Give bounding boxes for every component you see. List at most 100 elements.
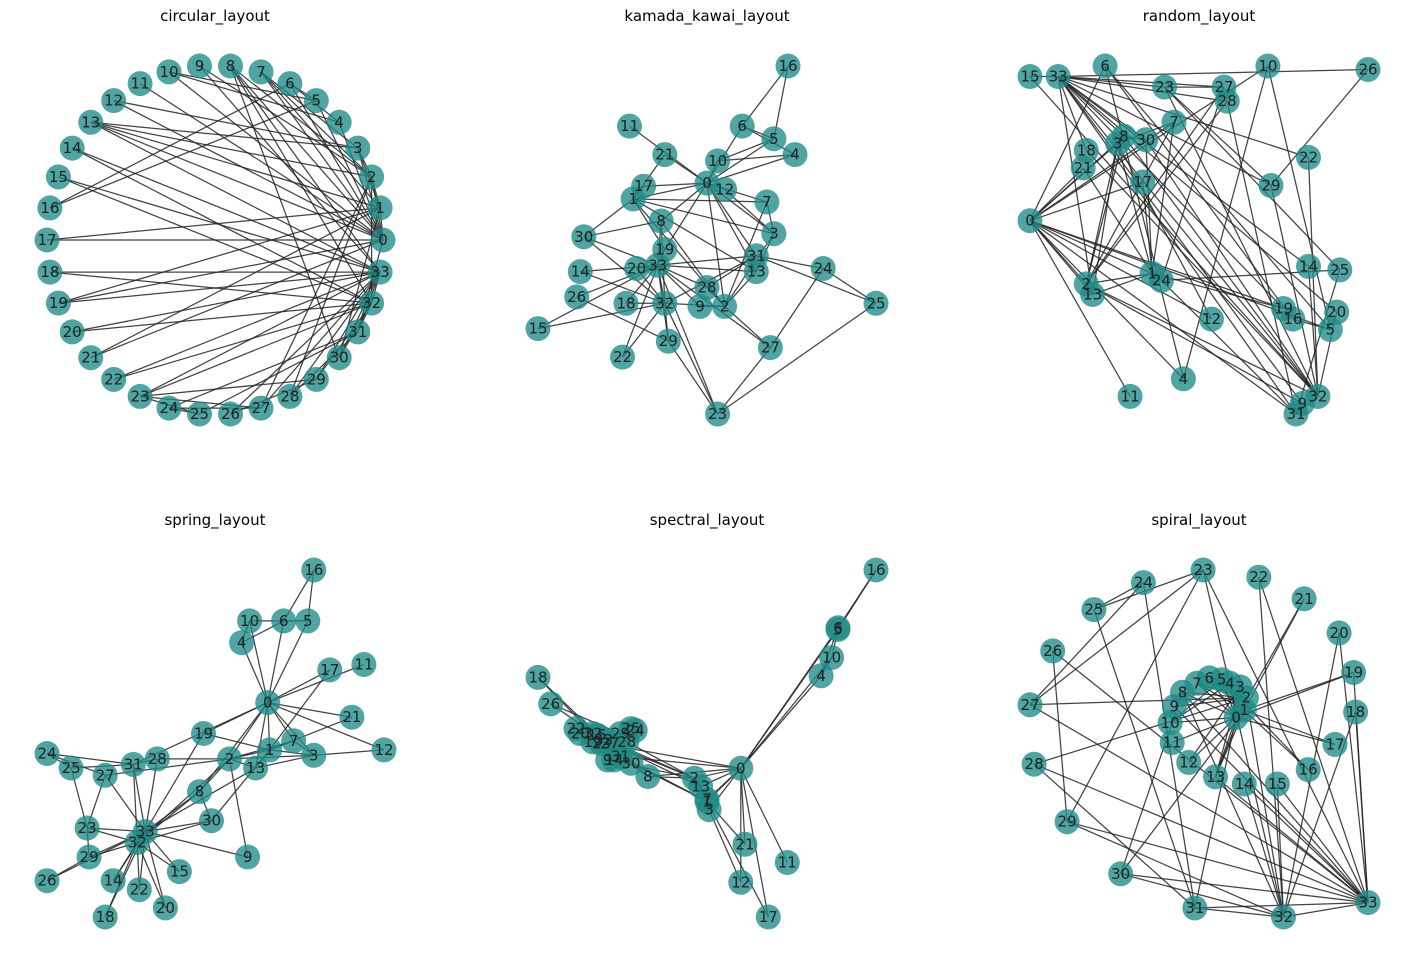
edge-2-8 <box>230 65 372 178</box>
node-13 <box>688 774 714 799</box>
node-label-1: 1 <box>375 199 385 217</box>
node-label-6: 6 <box>279 612 289 630</box>
edge-4-10 <box>717 153 796 162</box>
node-1 <box>367 195 393 221</box>
panel-random: random_layout 01234567891011121314151617… <box>1017 7 1381 427</box>
edge-24-31 <box>1160 279 1297 415</box>
node-11 <box>1117 383 1143 409</box>
edge-0-31 <box>1029 220 1297 415</box>
node-label-18: 18 <box>1077 141 1096 159</box>
node-15 <box>1017 64 1043 89</box>
edge-20-32 <box>72 302 372 333</box>
node-label-17: 17 <box>37 231 56 249</box>
node-label-15: 15 <box>1268 775 1287 793</box>
node-25 <box>58 755 84 781</box>
node-label-6: 6 <box>285 75 295 93</box>
node-label-20: 20 <box>571 725 590 743</box>
node-23 <box>705 401 731 427</box>
node-label-30: 30 <box>621 754 640 772</box>
node-label-18: 18 <box>616 294 635 312</box>
edge-0-13 <box>90 121 384 241</box>
node-label-5: 5 <box>303 612 313 630</box>
node-label-27: 27 <box>251 399 270 417</box>
node-label-5: 5 <box>1326 321 1336 339</box>
node-12 <box>728 869 754 895</box>
edge-1-3 <box>1116 143 1153 274</box>
edge-2-7 <box>260 71 373 178</box>
edge-15-33 <box>58 176 381 273</box>
edge-1-17 <box>46 207 381 241</box>
edge-14-32 <box>1307 266 1319 397</box>
node-6 <box>277 71 303 97</box>
node-label-20: 20 <box>156 899 175 917</box>
node-21 <box>732 831 758 857</box>
node-label-21: 21 <box>655 146 674 164</box>
node-label-26: 26 <box>567 288 586 306</box>
node-label-27: 27 <box>1214 78 1233 96</box>
node-label-22: 22 <box>566 720 585 738</box>
node-label-0: 0 <box>1025 212 1035 230</box>
node-label-22: 22 <box>613 348 632 366</box>
node-25 <box>1081 597 1107 623</box>
node-5 <box>761 126 787 152</box>
node-25 <box>1327 257 1353 283</box>
edge-8-33 <box>229 65 381 273</box>
edge-4-6 <box>1104 65 1185 379</box>
node-25 <box>187 401 212 427</box>
node-label-33: 33 <box>594 731 613 749</box>
node-20 <box>59 319 85 345</box>
node-6 <box>271 608 297 634</box>
node-label-3: 3 <box>309 746 319 764</box>
node-label-25: 25 <box>866 294 885 312</box>
node-label-14: 14 <box>63 139 82 157</box>
node-21 <box>652 142 678 168</box>
edge-1-13 <box>632 198 757 273</box>
node-8 <box>218 53 243 79</box>
node-17 <box>755 904 781 930</box>
node-label-13: 13 <box>81 113 100 131</box>
edge-32-33 <box>1057 76 1319 397</box>
edge-26-29 <box>1052 650 1068 822</box>
node-label-17: 17 <box>634 177 653 195</box>
node-label-32: 32 <box>1308 387 1327 405</box>
node-14 <box>567 259 593 285</box>
edge-0-6 <box>267 620 285 703</box>
node-label-12: 12 <box>731 873 750 891</box>
node-12 <box>101 88 127 114</box>
node-label-4: 4 <box>334 113 344 131</box>
edge-6-16 <box>1104 65 1294 320</box>
node-6 <box>729 113 755 139</box>
edge-27-33 <box>1058 75 1225 88</box>
node-label-10: 10 <box>240 612 259 630</box>
edge-2-32 <box>1245 697 1285 918</box>
node-label-13: 13 <box>747 263 766 281</box>
edge-2-7 <box>1085 121 1175 285</box>
edge-24-27 <box>1160 86 1225 281</box>
edge-9-33 <box>1057 76 1303 404</box>
edge-1-21 <box>1082 167 1153 274</box>
node-label-3: 3 <box>704 801 714 819</box>
node-11 <box>1159 730 1185 756</box>
node-18 <box>525 664 551 690</box>
node-10 <box>819 645 845 671</box>
node-1 <box>257 737 283 763</box>
node-22 <box>1246 564 1272 590</box>
node-label-18: 18 <box>528 668 547 686</box>
node-15 <box>1264 771 1290 797</box>
node-20 <box>624 256 650 281</box>
node-label-4: 4 <box>1179 370 1189 388</box>
node-label-10: 10 <box>159 63 178 81</box>
node-19 <box>1271 296 1296 321</box>
node-28 <box>1214 88 1240 114</box>
node-label-10: 10 <box>708 152 727 170</box>
node-14 <box>1296 253 1321 279</box>
node-18 <box>92 904 118 930</box>
node-label-8: 8 <box>195 783 205 801</box>
edge-29-32 <box>315 302 373 380</box>
node-label-0: 0 <box>378 231 388 249</box>
node-31 <box>120 751 146 777</box>
node-32 <box>1305 383 1331 409</box>
edge-29-33 <box>1066 821 1369 904</box>
node-8 <box>1111 123 1137 149</box>
edge-22-33 <box>113 271 381 380</box>
